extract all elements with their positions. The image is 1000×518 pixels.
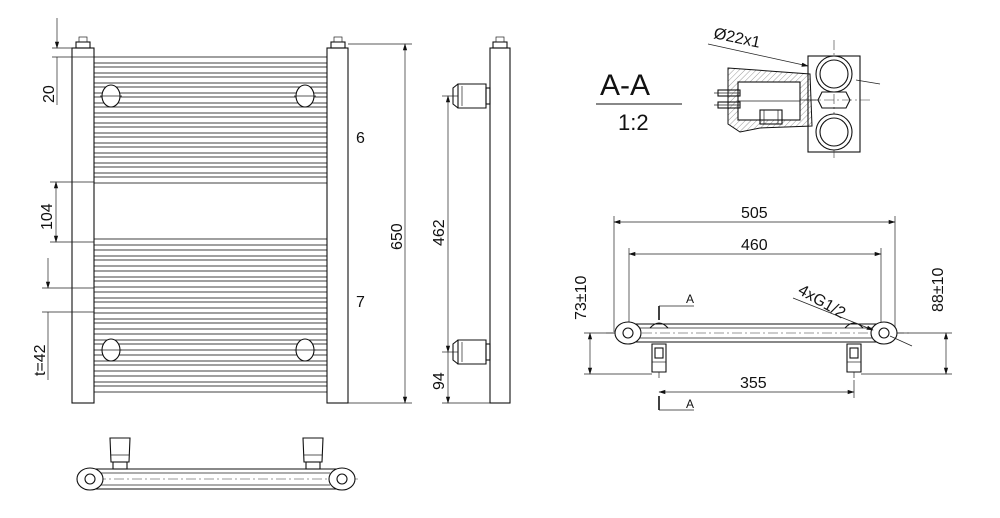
horizontal-bar	[93, 354, 328, 362]
horizontal-bar	[93, 280, 328, 288]
top-bracket-left	[651, 343, 667, 378]
horizontal-bar	[93, 270, 328, 278]
dim-gap-lower: 7	[356, 294, 365, 311]
section-mark-bottom: A	[686, 397, 694, 411]
horizontal-bar	[93, 259, 328, 267]
horizontal-bar	[93, 156, 328, 164]
section-tube-dim: Ø22x1	[712, 25, 762, 51]
horizontal-bar	[93, 301, 328, 309]
dim-bracket-spacing: 462	[431, 219, 448, 246]
section-tube-lower	[815, 113, 853, 151]
dim-bottom-offset: 94	[431, 372, 448, 390]
bottom-right-end	[328, 467, 356, 491]
dim-connection-spacing: 355	[740, 375, 767, 392]
top-right-end	[870, 321, 898, 345]
horizontal-bar	[93, 146, 328, 154]
top-bracket-right	[846, 343, 862, 378]
horizontal-bar	[93, 76, 328, 84]
bottom-view	[76, 437, 358, 491]
dim-gap-middle: 104	[39, 203, 56, 230]
horizontal-bar	[93, 86, 328, 94]
horizontal-bar	[93, 364, 328, 372]
dim-gap-upper: 6	[356, 130, 365, 147]
top-view: 505 460	[573, 205, 952, 411]
dim-tube-thickness: t=42	[32, 344, 49, 376]
dim-overall-width: 505	[741, 205, 768, 222]
top-left-plug	[75, 41, 91, 49]
section-scale: 1:2	[618, 110, 649, 135]
side-collector	[489, 47, 511, 404]
top-right-plug	[330, 41, 346, 49]
bracket-lower-right	[294, 338, 316, 362]
horizontal-bar	[93, 375, 328, 383]
bracket-lower-left	[100, 338, 122, 362]
horizontal-bar	[93, 249, 328, 257]
section-view: A-A 1:2 Ø22x1	[596, 25, 881, 160]
horizontal-bar	[93, 343, 328, 351]
horizontal-bar	[93, 106, 328, 114]
top-left-end	[614, 321, 642, 345]
bracket-upper-left	[100, 84, 122, 108]
horizontal-bar	[93, 333, 328, 341]
horizontal-bars	[93, 56, 328, 393]
dim-wall-right: 88±10	[930, 268, 947, 312]
section-tube-upper	[815, 55, 853, 93]
horizontal-bar	[93, 238, 328, 246]
bottom-bracket-left	[109, 437, 131, 470]
side-bracket-upper	[452, 83, 491, 109]
bottom-bracket-right	[302, 437, 324, 470]
horizontal-bar	[93, 312, 328, 320]
section-mark-top: A	[686, 292, 694, 306]
bottom-left-end	[76, 467, 104, 491]
horizontal-bar	[93, 322, 328, 330]
horizontal-bar	[93, 291, 328, 299]
horizontal-bar	[93, 136, 328, 144]
right-collector	[326, 47, 349, 404]
horizontal-bar	[93, 385, 328, 393]
horizontal-bar	[93, 96, 328, 104]
front-view: 20 104 t=42 6 7 650	[32, 18, 412, 404]
dim-pipe-centres: 460	[741, 237, 768, 254]
dim-top-gap: 20	[41, 85, 58, 103]
dim-wall-left: 73±10	[573, 276, 590, 320]
horizontal-bar	[93, 176, 328, 184]
dim-total-height: 650	[389, 223, 406, 250]
horizontal-bar	[93, 116, 328, 124]
horizontal-bar	[93, 126, 328, 134]
side-view: 462 94	[431, 36, 511, 404]
side-bracket-lower	[452, 339, 491, 365]
horizontal-bar	[93, 56, 328, 64]
section-label: A-A	[600, 69, 650, 102]
horizontal-bar	[93, 166, 328, 174]
left-collector	[71, 47, 95, 404]
bracket-upper-right	[294, 84, 316, 108]
horizontal-bar	[93, 66, 328, 74]
